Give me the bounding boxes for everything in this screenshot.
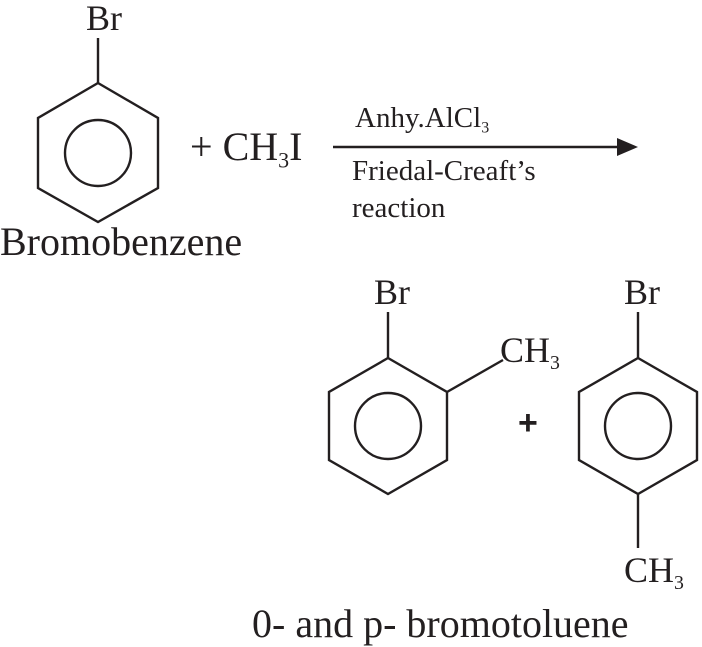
ortho-ch3-label: CH3	[500, 330, 560, 374]
reactant-br-label: Br	[86, 0, 122, 38]
para-ch3-label: CH3	[624, 550, 684, 594]
reagent-plus: +	[190, 124, 213, 169]
bond-c2-ch3	[446, 358, 504, 394]
benzene-hexagon	[36, 81, 160, 224]
conditions-line-2: Friedal-Creaft’s	[352, 155, 536, 187]
reagent-formula: CH3I	[222, 124, 303, 173]
conditions-line-3: reaction	[352, 192, 446, 224]
para-br-label: Br	[624, 272, 660, 312]
aromatic-ring-circle	[603, 391, 673, 461]
benzene-hexagon	[577, 356, 699, 496]
p-bromotoluene-ring	[577, 312, 699, 548]
reagent-methyl-iodide: + CH3I	[190, 124, 303, 173]
benzene-hexagon	[327, 356, 449, 496]
aromatic-ring-circle	[63, 118, 133, 188]
bromobenzene-ring	[36, 38, 160, 224]
products-plus: +	[518, 404, 538, 442]
products-caption: 0- and p- bromotoluene	[252, 601, 629, 646]
reactant-name: Bromobenzene	[0, 219, 243, 264]
aromatic-ring-circle	[353, 391, 423, 461]
o-bromotoluene-ring	[327, 312, 504, 496]
reaction-arrow	[333, 138, 638, 156]
ortho-br-label: Br	[374, 272, 410, 312]
catalyst-label: Anhy.AlCl3	[355, 102, 490, 137]
